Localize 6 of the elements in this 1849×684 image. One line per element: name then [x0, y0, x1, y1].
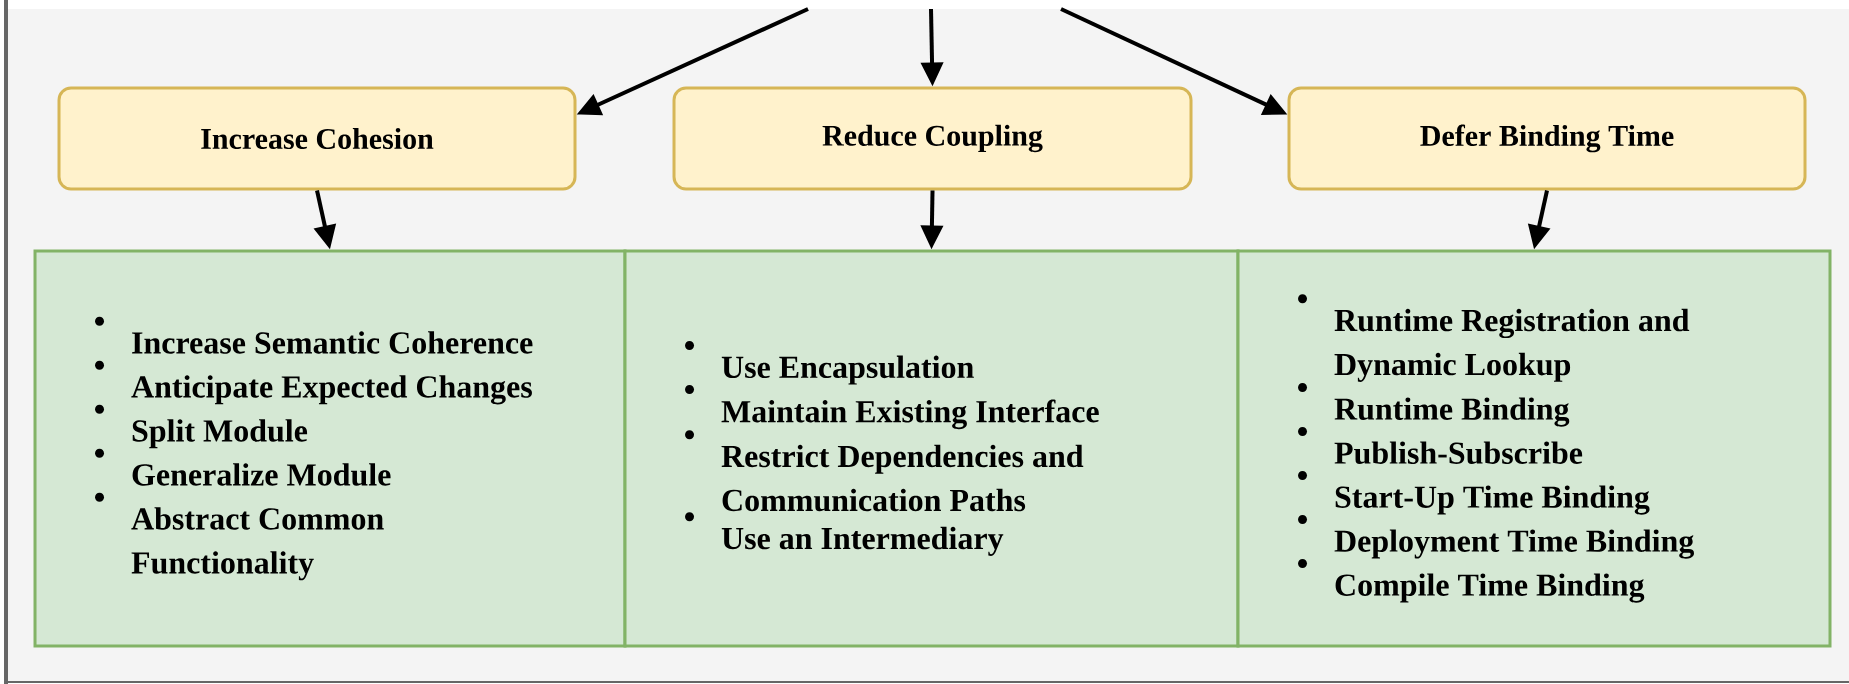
tactics-list-box: Use Encapsulation Maintain Existing Interface Restrict Dependencies and Communication Paths Use an Intermediary: [623, 249, 1240, 648]
tactics-list-box: Runtime Registration and Dynamic Lookup Runtime Binding Publish-Subscribe Start-Up Time Binding Deployment Time Binding Compile Time Binding: [1236, 249, 1832, 648]
category-box: Increase Cohesion: [57, 86, 577, 191]
category-box: Reduce Coupling: [672, 86, 1193, 191]
category-box: Defer Binding Time: [1287, 86, 1807, 191]
tactics-list-box: Increase Semantic Coherence Anticipate Expected Changes Split Module Generalize Module Abstract Common Functionality: [33, 249, 627, 648]
